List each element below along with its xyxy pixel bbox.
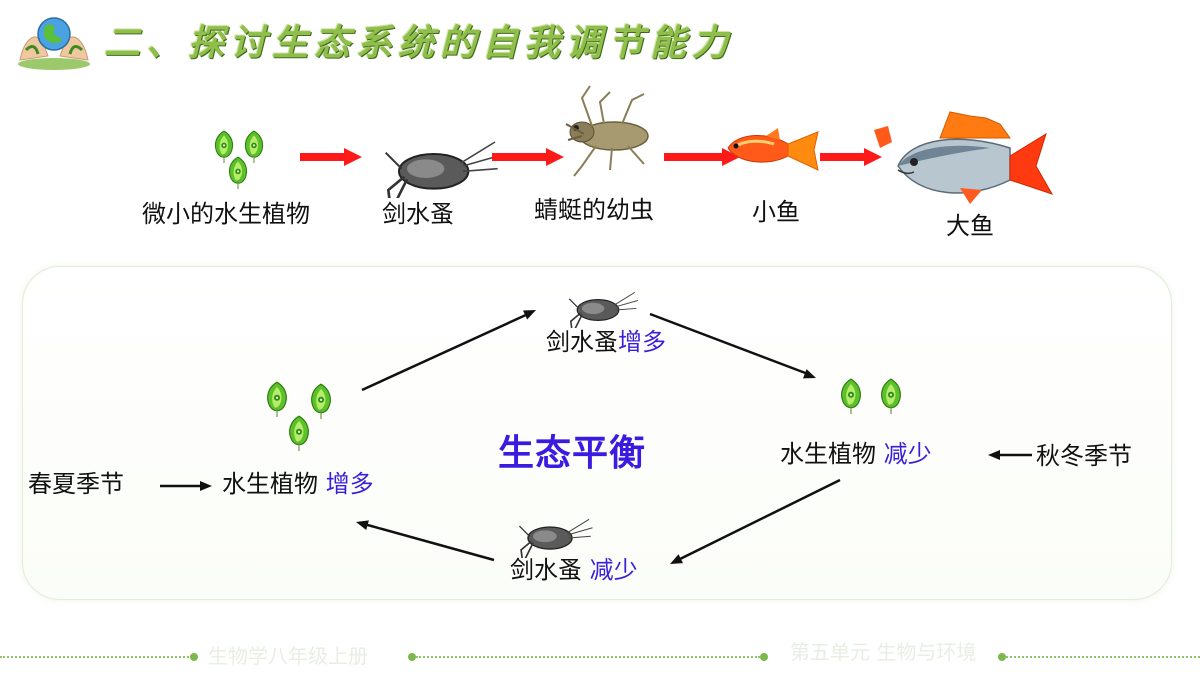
label-copepod-bottom: 剑水蚤 减少 xyxy=(510,556,638,584)
footer-unit: 第五单元 生物与环境 xyxy=(790,640,977,664)
aquatic-plant-icon-left xyxy=(267,381,331,452)
regulation-panel xyxy=(22,266,1172,600)
footer-line-1 xyxy=(0,656,192,658)
chain-arrow-1 xyxy=(300,148,362,166)
copepod-icon-top xyxy=(568,291,639,328)
ecological-balance-label: 生态平衡 xyxy=(498,433,647,474)
chain-label-small-fish: 小鱼 xyxy=(752,198,800,226)
chain-label-plants: 微小的水生植物 xyxy=(142,200,310,228)
label-autumn-winter: 秋冬季节 xyxy=(1036,442,1132,470)
chain-label-copepod: 剑水蚤 xyxy=(382,200,454,228)
chain-arrow-2 xyxy=(492,148,564,166)
footer-line-3 xyxy=(1006,656,1200,658)
food-chain: 微小的水生植物 剑水蚤 蜻蜓的幼虫 小鱼 xyxy=(0,0,1200,260)
small-fish-icon xyxy=(727,128,819,171)
arrow-plants-to-copepod-top xyxy=(361,312,529,392)
footer-dot-4 xyxy=(998,653,1006,661)
big-fish-icon xyxy=(874,111,1054,204)
label-copepod-top: 剑水蚤增多 xyxy=(546,328,666,356)
footer-line-2 xyxy=(416,656,760,658)
dragonfly-larva-icon xyxy=(565,85,649,177)
label-spring-summer: 春夏季节 xyxy=(28,470,124,498)
chain-label-big-fish: 大鱼 xyxy=(946,212,994,240)
chain-label-larva: 蜻蜓的幼虫 xyxy=(534,196,654,224)
arrow-copepod-bottom-to-plants-left xyxy=(363,522,495,562)
footer-dot-1 xyxy=(190,653,198,661)
arrow-plants-right-to-copepod-bottom xyxy=(677,478,841,562)
footer-course: 生物学八年级上册 xyxy=(208,644,368,668)
label-plants-left: 水生植物 增多 xyxy=(222,470,374,498)
aquatic-plant-icon-right xyxy=(841,378,901,415)
chain-arrow-4 xyxy=(820,148,882,166)
footer-dot-2 xyxy=(408,653,416,661)
label-plants-right: 水生植物 减少 xyxy=(780,440,932,468)
footer-dot-3 xyxy=(760,653,768,661)
arrow-copepod-top-to-plants-right xyxy=(649,312,809,376)
globe-hands-logo xyxy=(14,10,94,72)
chain-arrow-3 xyxy=(664,148,740,166)
page-title: 二、探讨生态系统的自我调节能力 xyxy=(104,22,735,64)
